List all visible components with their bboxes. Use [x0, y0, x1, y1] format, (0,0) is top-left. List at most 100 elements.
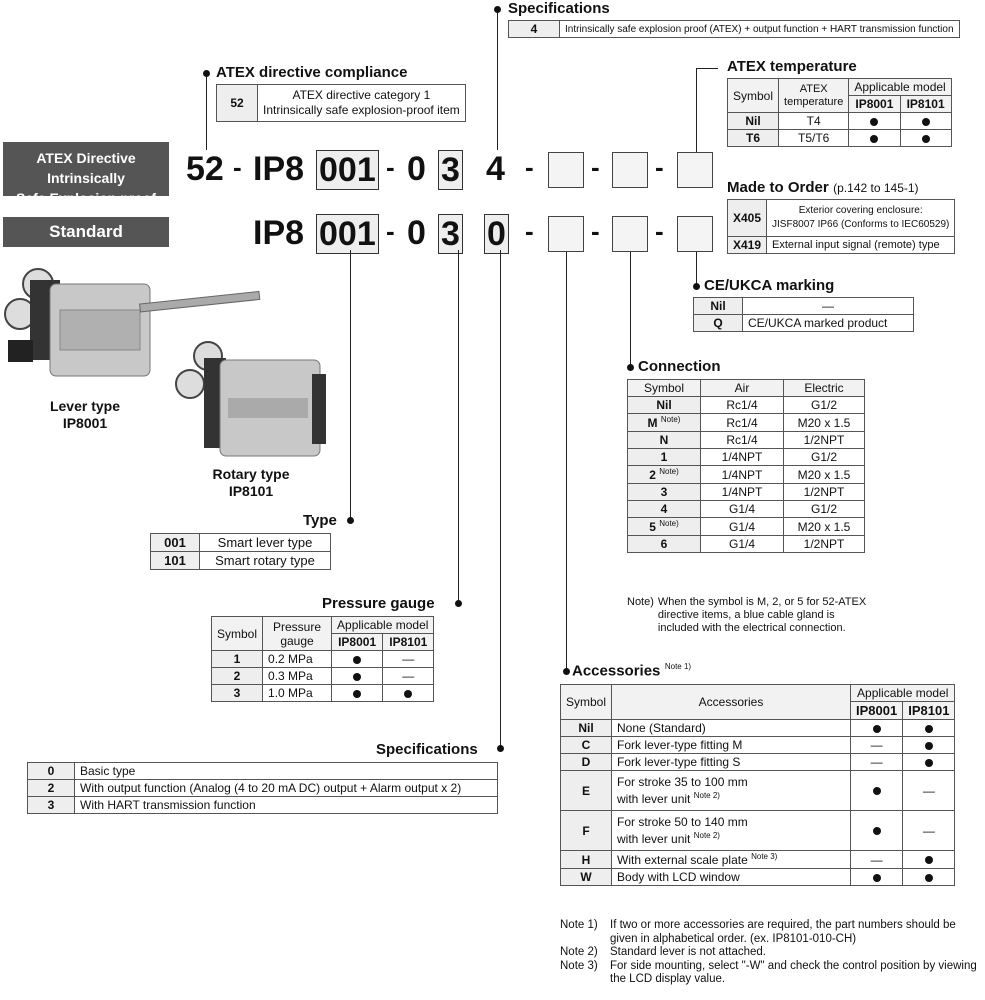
connector-line	[696, 252, 697, 286]
connector-dot	[347, 517, 354, 524]
specifications-bottom-title: Specifications	[376, 741, 478, 758]
table-row: Nil None (Standard)	[559, 719, 956, 737]
table-row: Nil T4	[726, 112, 952, 130]
code-digit-2: 3	[438, 150, 463, 190]
table-row: Q CE/UKCA marked product	[693, 314, 914, 332]
bullet-icon	[921, 134, 930, 143]
connector-line	[696, 68, 718, 69]
note-item: Note 1)If two or more accessories are re…	[560, 919, 956, 945]
connector-line	[696, 68, 697, 152]
code-digit-2: 3	[438, 214, 463, 254]
bullet-icon	[924, 758, 933, 767]
bullet-icon	[924, 724, 933, 733]
ce-marking-table: Nil — Q CE/UKCA marked product	[693, 297, 914, 332]
specifications-top-table: 4 Intrinsically safe explosion proof (AT…	[508, 20, 960, 38]
table-row: 52 ATEX directive category 1 Intrinsical…	[216, 84, 466, 122]
table-row: H With external scale plate Note 3) —	[559, 850, 956, 869]
code-dash: -	[525, 152, 534, 182]
note-item: Note 2)Standard lever is not attached.	[560, 946, 766, 958]
code-prefix-52: 52	[186, 150, 224, 188]
connector-line	[500, 250, 501, 747]
atex-directive-label: ATEX Directive Intrinsically Safe Explos…	[3, 142, 169, 206]
connector-dot	[497, 745, 504, 752]
code-model: 001	[316, 214, 379, 254]
bullet-icon	[870, 134, 879, 143]
type-title: Type	[303, 512, 337, 529]
table-row: E For stroke 35 to 100 mm with lever uni…	[559, 770, 956, 811]
code-ip8: IP8	[253, 214, 305, 252]
table-header-row: Symbol ATEX temperature Applicable model	[726, 78, 952, 113]
bullet-icon	[921, 117, 930, 126]
code-digit-1: 0	[407, 150, 426, 188]
table-row: 1 0.2 MPa —	[210, 650, 435, 668]
table-row: X405 Exterior covering enclosure: JISF80…	[726, 199, 956, 237]
code-digit-3: 4	[486, 150, 505, 188]
rotary-type-caption: Rotary type IP8101	[212, 466, 290, 499]
code-dash: -	[655, 216, 664, 246]
bullet-icon	[924, 873, 933, 882]
ce-marking-title: CE/UKCA marking	[704, 277, 835, 294]
table-row: Nil —	[693, 297, 914, 315]
bullet-icon	[872, 724, 881, 733]
code-dash: -	[591, 152, 600, 182]
accessories-notes: Note 1)If two or more accessories are re…	[560, 919, 980, 987]
bullet-icon	[353, 672, 362, 681]
code-dash: -	[655, 152, 664, 182]
connector-line	[566, 252, 567, 670]
table-row: W Body with LCD window	[559, 868, 956, 886]
bullet-icon	[870, 117, 879, 126]
code-dash: -	[386, 216, 395, 246]
connector-dot	[494, 6, 501, 13]
table-header-row: Symbol Pressure gauge Applicable model	[210, 616, 435, 651]
connector-dot	[455, 600, 462, 607]
code-slot-ce-marking	[677, 216, 713, 252]
spec-symbol: 4	[508, 20, 560, 38]
code-dash: -	[591, 216, 600, 246]
connector-line	[206, 74, 207, 150]
bullet-icon	[872, 873, 881, 882]
note-item: Note 3)For side mounting, select "-W" an…	[560, 959, 977, 986]
code-slot-connection	[612, 152, 648, 188]
connector-line	[630, 252, 631, 366]
lever-type-caption: Lever type IP8001	[49, 398, 121, 431]
atex-description: ATEX directive category 1 Intrinsically …	[257, 84, 466, 122]
accessories-table: Symbol Accessories Applicable model IP80…	[559, 684, 956, 886]
made-to-order-title: Made to Order (p.142 to 145-1)	[727, 179, 919, 196]
code-slot-made-to-order	[548, 216, 584, 252]
bullet-icon	[353, 689, 362, 698]
standard-label: Standard	[3, 217, 169, 247]
connector-line	[497, 10, 498, 150]
pressure-gauge-title: Pressure gauge	[322, 595, 435, 612]
table-row: D Fork lever-type fitting S —	[559, 753, 956, 771]
table-row: 3 1.0 MPa	[210, 684, 435, 702]
table-header-row: IP8001 IP8101	[728, 95, 952, 113]
connector-line	[458, 250, 459, 603]
bullet-icon	[924, 741, 933, 750]
table-row: C Fork lever-type fitting M —	[559, 736, 956, 754]
table-header-row: IP8001 IP8101	[212, 633, 435, 651]
accessories-title: Accessories Note 1)	[572, 662, 692, 680]
code-model: 001	[316, 150, 379, 190]
bullet-icon	[353, 655, 362, 664]
bullet-icon	[924, 856, 933, 865]
code-slot-accessories	[677, 152, 713, 188]
atex-temperature-title: ATEX temperature	[727, 58, 857, 75]
made-to-order-table: X405 Exterior covering enclosure: JISF80…	[726, 199, 956, 254]
connector-dot	[563, 668, 570, 675]
connection-title: Connection	[638, 358, 721, 375]
connector-dot	[203, 70, 210, 77]
table-row: X419 External input signal (remote) type	[726, 236, 956, 254]
